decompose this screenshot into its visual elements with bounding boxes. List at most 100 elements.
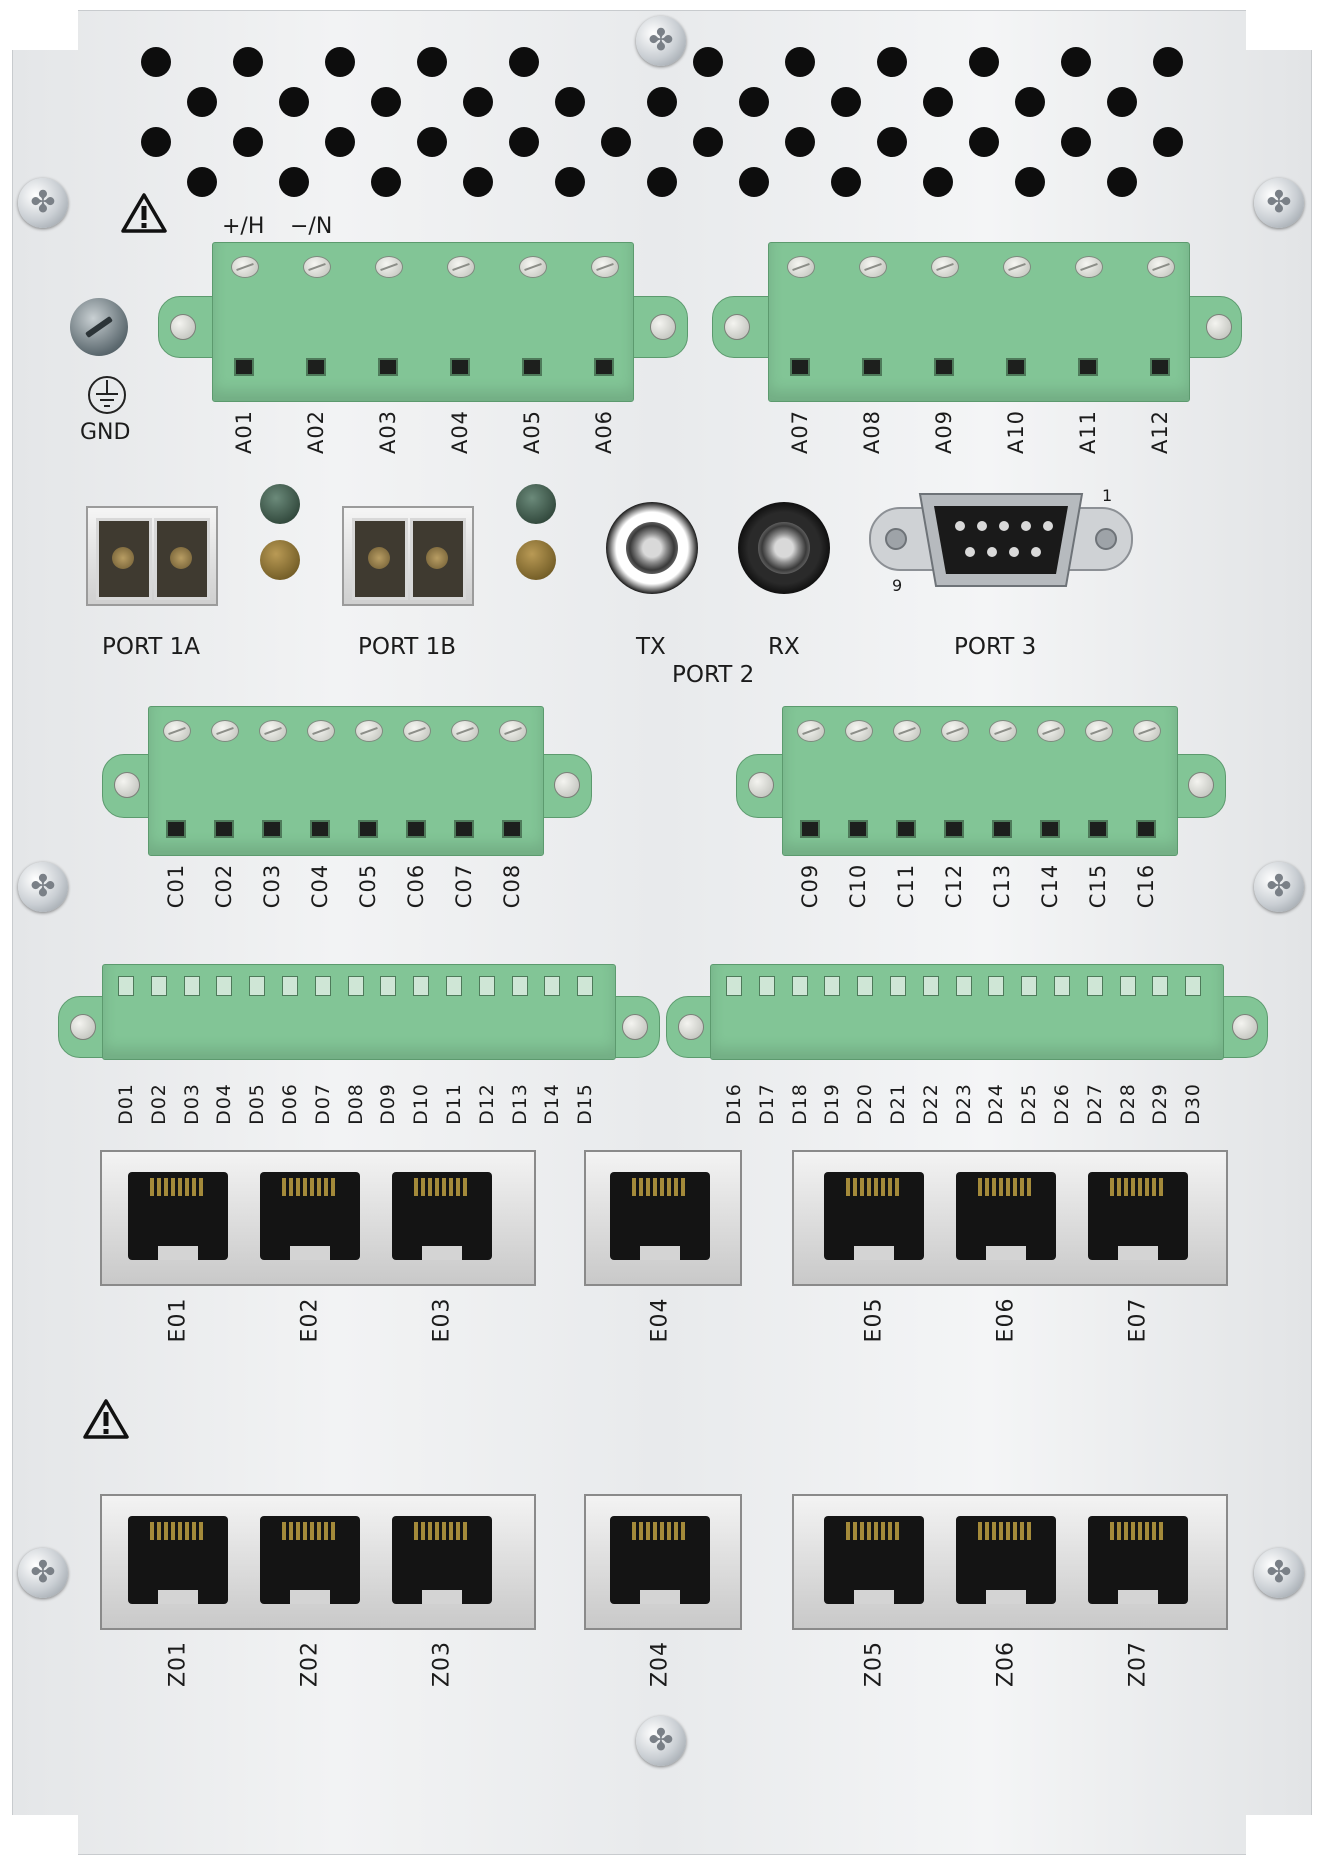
terminal-block-c-left[interactable] xyxy=(148,706,544,856)
d-left-spring-slot[interactable] xyxy=(282,976,298,996)
e-rj45-port[interactable] xyxy=(1088,1172,1188,1260)
c-right-wire-slot[interactable] xyxy=(1136,820,1156,838)
d-right-spring-slot[interactable] xyxy=(1054,976,1070,996)
a-left-screw-icon[interactable] xyxy=(519,256,547,278)
d-left-spring-slot[interactable] xyxy=(118,976,134,996)
a-left-screw-icon[interactable] xyxy=(591,256,619,278)
c-left-wire-slot[interactable] xyxy=(358,820,378,838)
c-left-wire-slot[interactable] xyxy=(214,820,234,838)
sfp-port-1b[interactable] xyxy=(342,506,474,606)
a-left-screw-icon[interactable] xyxy=(375,256,403,278)
c-left-screw-icon[interactable] xyxy=(211,720,239,742)
a-right-wire-slot[interactable] xyxy=(934,358,954,376)
a-right-wire-slot[interactable] xyxy=(1150,358,1170,376)
d-left-spring-slot[interactable] xyxy=(511,976,528,996)
terminal-block-c-right[interactable] xyxy=(782,706,1178,856)
a-right-screw-icon[interactable] xyxy=(859,256,887,278)
c-left-wire-slot[interactable] xyxy=(166,820,186,838)
c-left-wire-slot[interactable] xyxy=(502,820,522,838)
a-right-wire-slot[interactable] xyxy=(1078,358,1098,376)
d-right-spring-slot[interactable] xyxy=(1021,976,1038,996)
a-right-wire-slot[interactable] xyxy=(790,358,810,376)
e-rj45-port[interactable] xyxy=(392,1172,492,1260)
d-left-spring-slot[interactable] xyxy=(380,976,397,996)
d-right-spring-slot[interactable] xyxy=(955,976,972,996)
a-left-wire-slot[interactable] xyxy=(594,358,614,376)
d-right-spring-slot[interactable] xyxy=(857,976,874,996)
d-left-spring-slot[interactable] xyxy=(413,976,430,996)
d-right-spring-slot[interactable] xyxy=(1119,976,1136,996)
c-left-screw-icon[interactable] xyxy=(355,720,383,742)
a-left-wire-slot[interactable] xyxy=(522,358,542,376)
d-left-spring-slot[interactable] xyxy=(314,976,331,996)
c-right-screw-icon[interactable] xyxy=(1037,720,1065,742)
c-left-screw-icon[interactable] xyxy=(259,720,287,742)
a-right-wire-slot[interactable] xyxy=(1006,358,1026,376)
c-right-screw-icon[interactable] xyxy=(797,720,825,742)
sfp-port-1a[interactable] xyxy=(86,506,218,606)
a-left-screw-icon[interactable] xyxy=(447,256,475,278)
z-rj45-port[interactable] xyxy=(824,1516,924,1604)
c-left-screw-icon[interactable] xyxy=(451,720,479,742)
d-left-spring-slot[interactable] xyxy=(150,976,167,996)
d-right-spring-slot[interactable] xyxy=(1185,976,1202,996)
c-right-wire-slot[interactable] xyxy=(896,820,916,838)
z-rj45-port[interactable] xyxy=(128,1516,228,1604)
a-right-wire-slot[interactable] xyxy=(862,358,882,376)
a-left-wire-slot[interactable] xyxy=(306,358,326,376)
c-right-screw-icon[interactable] xyxy=(1133,720,1161,742)
a-right-screw-icon[interactable] xyxy=(1147,256,1175,278)
a-right-screw-icon[interactable] xyxy=(1003,256,1031,278)
d-right-spring-slot[interactable] xyxy=(922,976,939,996)
d-left-spring-slot[interactable] xyxy=(577,976,594,996)
c-right-wire-slot[interactable] xyxy=(1040,820,1060,838)
terminal-block-a-right[interactable] xyxy=(768,242,1190,402)
port-2-rx-connector[interactable] xyxy=(738,502,830,594)
d-left-spring-slot[interactable] xyxy=(478,976,495,996)
d-left-spring-slot[interactable] xyxy=(347,976,364,996)
port-3-dsub-connector[interactable] xyxy=(866,486,1136,594)
e-rj45-port[interactable] xyxy=(260,1172,360,1260)
z-rj45-port[interactable] xyxy=(260,1516,360,1604)
e-rj45-port[interactable] xyxy=(610,1172,710,1260)
c-left-screw-icon[interactable] xyxy=(403,720,431,742)
terminal-block-a-left[interactable] xyxy=(212,242,634,402)
c-left-wire-slot[interactable] xyxy=(454,820,474,838)
c-right-wire-slot[interactable] xyxy=(944,820,964,838)
a-left-wire-slot[interactable] xyxy=(378,358,398,376)
d-right-spring-slot[interactable] xyxy=(758,976,775,996)
c-left-wire-slot[interactable] xyxy=(262,820,282,838)
c-right-screw-icon[interactable] xyxy=(989,720,1017,742)
d-right-spring-slot[interactable] xyxy=(988,976,1005,996)
c-right-screw-icon[interactable] xyxy=(845,720,873,742)
d-left-spring-slot[interactable] xyxy=(216,976,233,996)
d-left-spring-slot[interactable] xyxy=(544,976,561,996)
a-right-screw-icon[interactable] xyxy=(931,256,959,278)
d-left-spring-slot[interactable] xyxy=(183,976,200,996)
d-left-spring-slot[interactable] xyxy=(446,976,462,996)
z-rj45-port[interactable] xyxy=(610,1516,710,1604)
z-rj45-port[interactable] xyxy=(1088,1516,1188,1604)
c-left-screw-icon[interactable] xyxy=(163,720,191,742)
c-right-screw-icon[interactable] xyxy=(893,720,921,742)
d-right-spring-slot[interactable] xyxy=(791,976,808,996)
d-right-spring-slot[interactable] xyxy=(1152,976,1169,996)
c-left-wire-slot[interactable] xyxy=(406,820,426,838)
c-right-wire-slot[interactable] xyxy=(1088,820,1108,838)
a-right-screw-icon[interactable] xyxy=(1075,256,1103,278)
e-rj45-port[interactable] xyxy=(128,1172,228,1260)
c-right-screw-icon[interactable] xyxy=(941,720,969,742)
d-right-spring-slot[interactable] xyxy=(824,976,841,996)
d-right-spring-slot[interactable] xyxy=(1086,976,1103,996)
c-right-wire-slot[interactable] xyxy=(800,820,820,838)
c-right-wire-slot[interactable] xyxy=(848,820,868,838)
a-left-wire-slot[interactable] xyxy=(450,358,470,376)
d-right-spring-slot[interactable] xyxy=(890,976,906,996)
c-left-wire-slot[interactable] xyxy=(310,820,330,838)
a-left-screw-icon[interactable] xyxy=(231,256,259,278)
c-right-wire-slot[interactable] xyxy=(992,820,1012,838)
z-rj45-port[interactable] xyxy=(956,1516,1056,1604)
port-2-tx-connector[interactable] xyxy=(606,502,698,594)
d-left-spring-slot[interactable] xyxy=(249,976,266,996)
c-right-screw-icon[interactable] xyxy=(1085,720,1113,742)
